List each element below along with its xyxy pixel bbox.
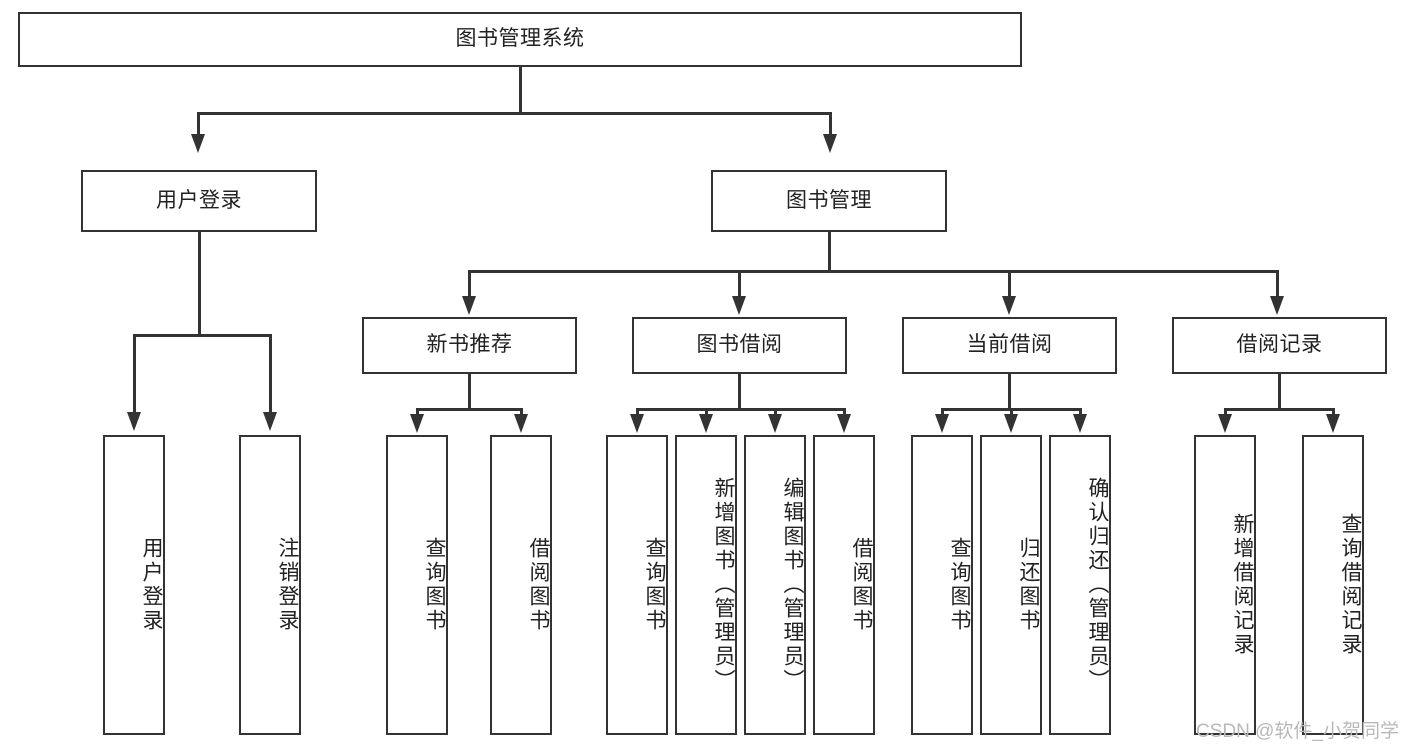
node-label: 查询图书 [423, 537, 446, 633]
arrowhead-borrowrecord-leaf-2 [1326, 414, 1340, 433]
connector-bookborrow-drop-3 [774, 408, 777, 416]
connector-bookmgmt-drop-1 [468, 270, 471, 298]
connector-userlogin-stem [198, 232, 201, 336]
node-book-management[interactable]: 图书管理 [711, 170, 947, 232]
node-label: 注销登录 [276, 537, 299, 633]
arrowhead-level3-1 [462, 296, 476, 315]
connector-root-bus [197, 112, 831, 115]
node-label: 图书借阅 [696, 333, 783, 357]
connector-bookmgmt-drop-4 [1276, 270, 1279, 298]
connector-userlogin-bus [133, 334, 271, 337]
arrowhead-newbook-leaf-2 [514, 414, 528, 433]
arrowhead-bookborrow-leaf-3 [768, 414, 782, 433]
arrowhead-currentborrow-leaf-1 [935, 414, 949, 433]
connector-bookmgmt-drop-2 [738, 270, 741, 298]
connector-bookmgmt-bus [468, 270, 1278, 273]
connector-bookmgmt-drop-3 [1008, 270, 1011, 298]
connector-newbook-bus [416, 408, 522, 411]
arrowhead-currentborrow-leaf-2 [1004, 414, 1018, 433]
arrowhead-userlogin-leaf-1 [127, 412, 141, 431]
node-label: 查询图书 [948, 537, 971, 633]
arrowhead-root-to-userlogin [191, 134, 205, 153]
connector-borrowrecord-drop-2 [1332, 408, 1335, 416]
node-current-borrow[interactable]: 当前借阅 [902, 317, 1117, 374]
arrowhead-bookborrow-leaf-1 [630, 414, 644, 433]
leaf-current-confirm-return-admin[interactable]: 确认归还（管理员） [1049, 435, 1111, 735]
connector-bookborrow-stem [738, 374, 741, 410]
connector-bookborrow-drop-2 [705, 408, 708, 416]
leaf-current-query-book[interactable]: 查询图书 [911, 435, 973, 735]
arrowhead-root-to-bookmgmt [823, 134, 837, 153]
connector-bookborrow-drop-4 [843, 408, 846, 416]
leaf-newbook-borrow-book[interactable]: 借阅图书 [490, 435, 552, 735]
leaf-borrow-query-book[interactable]: 查询图书 [606, 435, 668, 735]
connector-newbook-drop-2 [520, 408, 523, 416]
leaf-borrow-borrow-book[interactable]: 借阅图书 [813, 435, 875, 735]
arrowhead-bookborrow-leaf-2 [699, 414, 713, 433]
arrowhead-borrowrecord-leaf-1 [1218, 414, 1232, 433]
connector-bookborrow-drop-1 [636, 408, 639, 416]
node-book-borrow[interactable]: 图书借阅 [632, 317, 847, 374]
connector-newbook-drop-1 [416, 408, 419, 416]
node-label: 用户登录 [140, 537, 163, 633]
leaf-record-add-record[interactable]: 新增借阅记录 [1194, 435, 1256, 735]
arrowhead-userlogin-leaf-2 [263, 412, 277, 431]
node-label: 查询借阅记录 [1339, 513, 1362, 657]
leaf-newbook-query-book[interactable]: 查询图书 [386, 435, 448, 735]
connector-newbook-stem [468, 374, 471, 410]
node-label: 用户登录 [156, 188, 242, 212]
connector-borrowrecord-drop-1 [1224, 408, 1227, 416]
leaf-borrow-add-book-admin[interactable]: 新增图书（管理员） [675, 435, 737, 735]
node-label: 借阅图书 [850, 537, 873, 633]
node-root-system[interactable]: 图书管理系统 [18, 12, 1022, 67]
node-label: 图书管理系统 [455, 27, 585, 51]
connector-userlogin-drop-1 [133, 334, 136, 414]
leaf-borrow-edit-book-admin[interactable]: 编辑图书（管理员） [744, 435, 806, 735]
connector-bookborrow-bus [636, 408, 846, 411]
node-label: 借阅记录 [1236, 333, 1323, 357]
leaf-logout[interactable]: 注销登录 [239, 435, 301, 735]
connector-currentborrow-stem [1008, 374, 1011, 410]
node-label: 当前借阅 [966, 333, 1053, 357]
arrowhead-level3-2 [732, 296, 746, 315]
csdn-watermark: CSDN @软件_小贺同学 [1196, 721, 1399, 742]
connector-currentborrow-drop-1 [941, 408, 944, 416]
leaf-record-query-record[interactable]: 查询借阅记录 [1302, 435, 1364, 735]
leaf-user-login[interactable]: 用户登录 [103, 435, 165, 735]
connector-borrowrecord-stem [1278, 374, 1281, 410]
node-label: 借阅图书 [527, 537, 550, 633]
node-label: 归还图书 [1017, 537, 1040, 633]
node-label: 查询图书 [643, 537, 666, 633]
connector-root-to-userlogin [197, 112, 200, 136]
connector-bookmgmt-stem [828, 232, 831, 272]
connector-root-stem [519, 67, 522, 112]
node-user-login[interactable]: 用户登录 [81, 170, 317, 232]
node-label: 确认归还（管理员） [1086, 477, 1109, 693]
connector-currentborrow-drop-2 [1010, 408, 1013, 416]
arrowhead-bookborrow-leaf-4 [837, 414, 851, 433]
node-borrow-record[interactable]: 借阅记录 [1172, 317, 1387, 374]
arrowhead-newbook-leaf-1 [410, 414, 424, 433]
node-label: 新增图书（管理员） [712, 477, 735, 693]
node-label: 编辑图书（管理员） [781, 477, 804, 693]
arrowhead-currentborrow-leaf-3 [1073, 414, 1087, 433]
connector-borrowrecord-bus [1224, 408, 1334, 411]
connector-currentborrow-drop-3 [1079, 408, 1082, 416]
arrowhead-level3-4 [1270, 296, 1284, 315]
node-label: 新书推荐 [426, 333, 513, 357]
leaf-current-return-book[interactable]: 归还图书 [980, 435, 1042, 735]
node-label: 新增借阅记录 [1231, 513, 1254, 657]
node-new-book-recommend[interactable]: 新书推荐 [362, 317, 577, 374]
connector-userlogin-drop-2 [269, 334, 272, 414]
node-label: 图书管理 [786, 188, 872, 212]
connector-root-to-bookmgmt [829, 112, 832, 136]
arrowhead-level3-3 [1002, 296, 1016, 315]
